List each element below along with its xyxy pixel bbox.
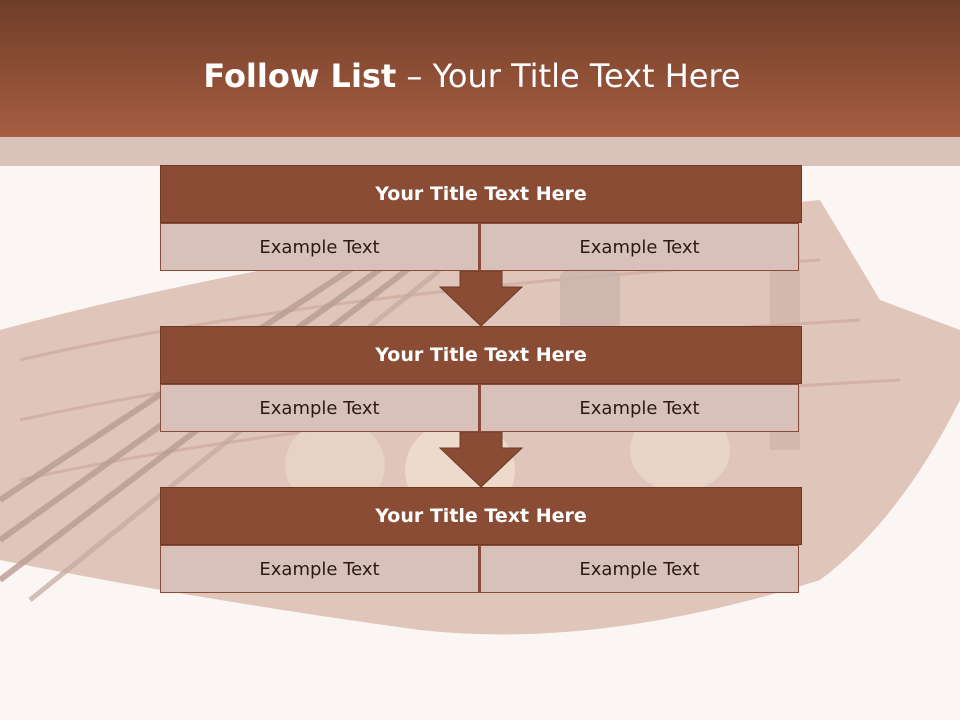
step-title-2: Your Title Text Here (160, 326, 802, 384)
step-block-1: Your Title Text Here Example Text Exampl… (160, 165, 802, 271)
step-row-1: Example Text Example Text (160, 223, 802, 271)
step-title-1: Your Title Text Here (160, 165, 802, 223)
step-cell-left-1: Example Text (160, 223, 479, 271)
header-strip (0, 137, 960, 166)
slide-title-rest: – Your Title Text Here (396, 57, 741, 95)
step-row-2: Example Text Example Text (160, 384, 802, 432)
header-band (0, 0, 960, 137)
slide-title: Follow List – Your Title Text Here (0, 52, 944, 100)
slide-title-bold: Follow List (203, 57, 397, 95)
step-cell-left-2: Example Text (160, 384, 479, 432)
step-block-2: Your Title Text Here Example Text Exampl… (160, 326, 802, 432)
step-row-3: Example Text Example Text (160, 545, 802, 593)
down-arrow-icon-2 (438, 432, 524, 488)
step-block-3: Your Title Text Here Example Text Exampl… (160, 487, 802, 593)
step-cell-left-3: Example Text (160, 545, 479, 593)
step-cell-right-1: Example Text (479, 223, 799, 271)
step-cell-right-2: Example Text (479, 384, 799, 432)
step-title-3: Your Title Text Here (160, 487, 802, 545)
step-cell-right-3: Example Text (479, 545, 799, 593)
down-arrow-icon-1 (438, 271, 524, 327)
